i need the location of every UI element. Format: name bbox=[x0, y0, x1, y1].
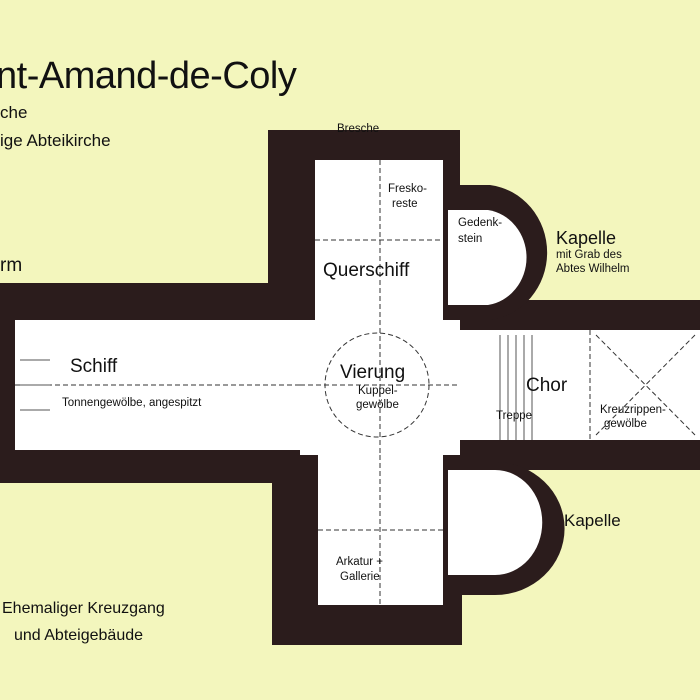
label-kreuzgang-2: und Abteigebäude bbox=[14, 627, 144, 644]
label-arkatur-2: Gallerie bbox=[340, 571, 380, 583]
label-fresko-2: reste bbox=[392, 198, 418, 210]
label-chor: Chor bbox=[526, 375, 568, 396]
label-schiff: Schiff bbox=[70, 356, 118, 377]
label-gedenkstein-2: stein bbox=[458, 233, 483, 245]
label-fresko-1: Fresko- bbox=[388, 183, 427, 195]
label-kreuzrippen-1: Kreuzrippen- bbox=[600, 404, 666, 416]
label-kapelle-south: Kapelle bbox=[564, 511, 621, 530]
label-bresche: Bresche bbox=[337, 123, 380, 135]
label-gedenkstein-1: Gedenk- bbox=[458, 217, 503, 229]
stair-lines bbox=[20, 335, 533, 440]
label-turm: rm bbox=[0, 255, 23, 276]
label-kapelle-note-1: mit Grab des bbox=[556, 249, 622, 261]
subtitle-line-1: che bbox=[0, 103, 28, 122]
label-kreuzgang-1: Ehemaliger Kreuzgang bbox=[2, 600, 165, 617]
label-arkatur-1: Arkatur + bbox=[336, 556, 383, 568]
label-vierung: Vierung bbox=[340, 362, 406, 383]
label-treppe: Treppe bbox=[496, 410, 533, 422]
label-vierung-note-1: Kuppel- bbox=[358, 385, 398, 397]
label-kreuzrippen-2: gewölbe bbox=[604, 418, 647, 430]
label-kapelle-north: Kapelle bbox=[556, 228, 617, 248]
subtitle-line-2: ige Abteikirche bbox=[0, 131, 111, 150]
vault-lines bbox=[15, 160, 696, 605]
page-title: nt-Amand-de-Coly bbox=[0, 55, 297, 97]
label-vierung-note-2: gewölbe bbox=[356, 399, 399, 411]
label-kapelle-note-2: Abtes Wilhelm bbox=[556, 263, 630, 275]
label-schiff-note: Tonnengewölbe, angespitzt bbox=[62, 397, 202, 409]
label-querschiff: Querschiff bbox=[323, 260, 410, 281]
